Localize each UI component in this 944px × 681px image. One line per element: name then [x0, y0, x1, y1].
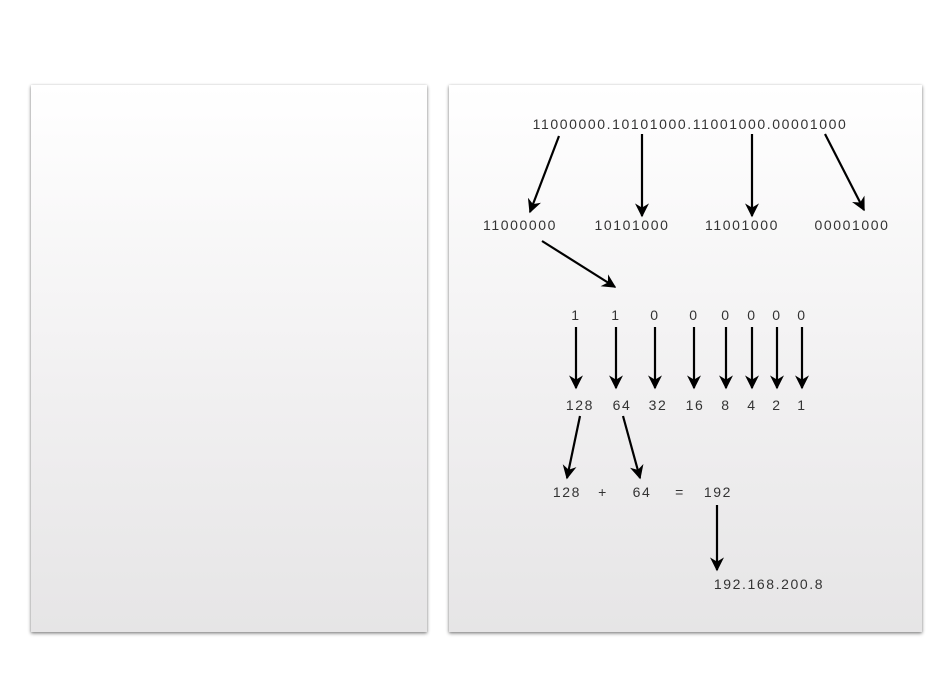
arrow-binary-to-octet-4: [824, 133, 865, 212]
octet-4: 00001000: [814, 217, 889, 233]
bit-6: 0: [747, 307, 756, 323]
bit-4: 0: [689, 307, 698, 323]
octet-2: 10101000: [594, 217, 669, 233]
bit-8: 0: [797, 307, 806, 323]
binary-ip-address: 11000000.10101000.11001000.00001000: [533, 116, 848, 132]
arrow-64-to-sum: [621, 415, 644, 480]
place-value-8: 8: [721, 397, 730, 413]
bit-1: 1: [571, 307, 580, 323]
octet-3: 11001000: [705, 217, 779, 233]
place-value-4: 4: [747, 397, 756, 413]
place-value-16: 16: [686, 397, 705, 413]
bit-3: 0: [650, 307, 659, 323]
place-value-64: 64: [613, 397, 632, 413]
place-value-2: 2: [772, 397, 781, 413]
octet-1: 11000000: [483, 217, 557, 233]
sum-plus-sign: +: [598, 484, 608, 500]
bit-7: 0: [772, 307, 781, 323]
right-slide-panel: [449, 85, 922, 632]
sum-term-128: 128: [553, 484, 581, 500]
sum-equals-sign: =: [675, 484, 685, 500]
arrow-binary-to-octet-1: [527, 135, 561, 214]
left-slide-panel: [31, 85, 427, 632]
arrow-128-to-sum: [562, 415, 582, 480]
sum-term-64: 64: [633, 484, 652, 500]
place-value-128: 128: [566, 397, 594, 413]
sum-result: 192: [704, 484, 732, 500]
place-value-32: 32: [649, 397, 668, 413]
arrow-octet-to-bits: [541, 240, 617, 288]
bit-5: 0: [721, 307, 730, 323]
bit-2: 1: [611, 307, 620, 323]
decimal-ip-address: 192.168.200.8: [714, 576, 824, 592]
place-value-1: 1: [797, 397, 806, 413]
